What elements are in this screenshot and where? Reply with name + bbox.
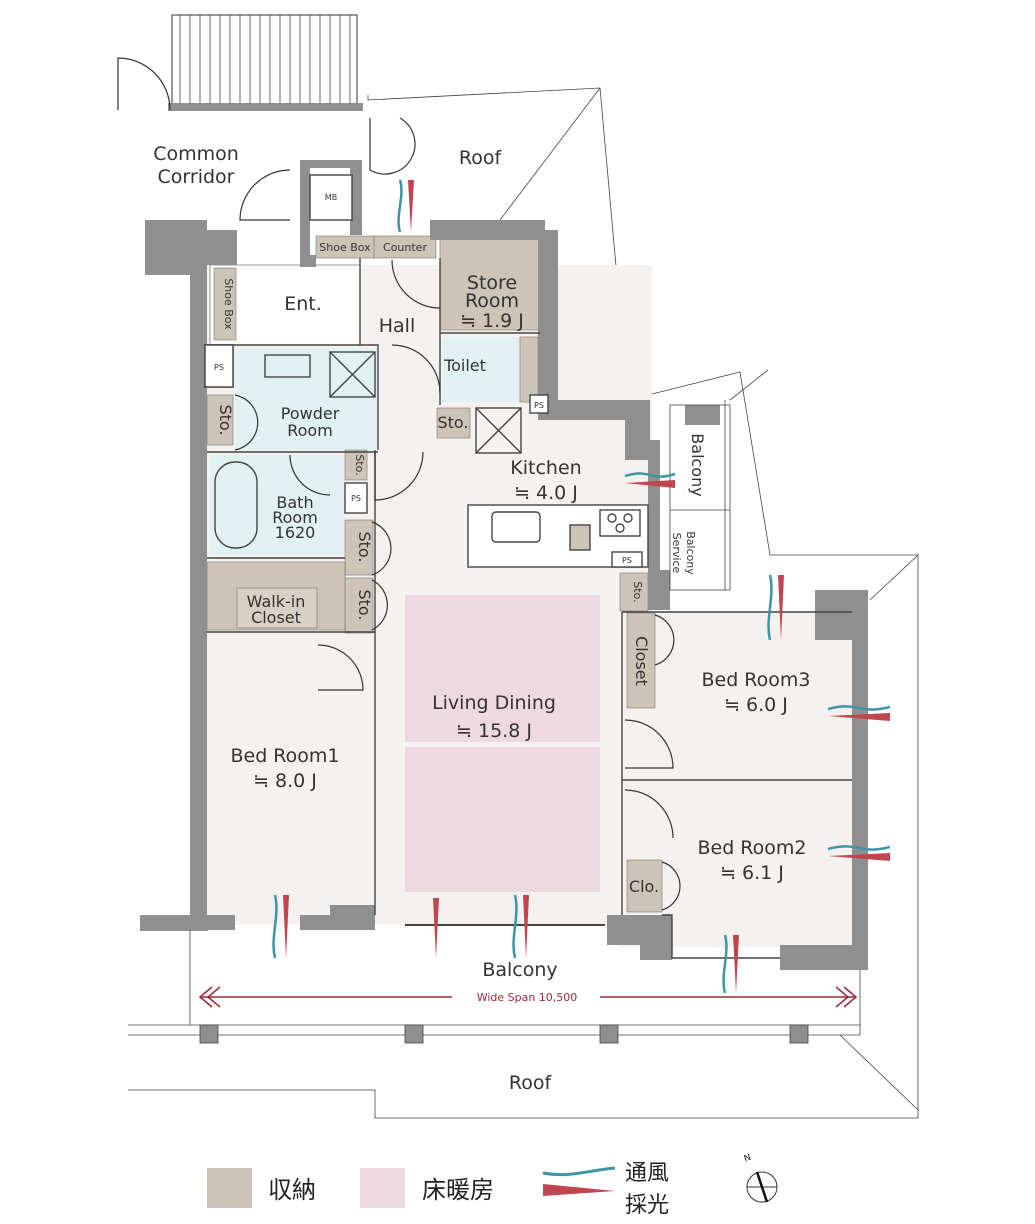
daylight-marker bbox=[778, 575, 784, 640]
label-living-area: ≒ 15.8 J bbox=[456, 720, 532, 742]
label-ps1: PS bbox=[214, 363, 224, 372]
storage-areas bbox=[206, 235, 663, 913]
label-bed2-area: ≒ 6.1 J bbox=[720, 862, 784, 884]
wide-span-dimension bbox=[198, 986, 858, 1008]
legend: 収納 床暖房 通風 採光 N bbox=[207, 1153, 778, 1218]
ventilation-marker bbox=[722, 934, 728, 994]
label-closet: Closet bbox=[632, 636, 651, 686]
room-labels: Common Corridor Roof Roof MB Shoe Box Co… bbox=[153, 143, 810, 1094]
floor-heating-areas bbox=[405, 595, 600, 892]
label-roof-top: Roof bbox=[459, 147, 503, 169]
label-sto-powder: Sto. bbox=[216, 404, 235, 435]
compass-icon: N bbox=[743, 1153, 778, 1203]
label-sto-left1: Sto. bbox=[355, 531, 374, 562]
label-powder-2: Room bbox=[287, 421, 333, 440]
label-bed3: Bed Room3 bbox=[701, 669, 810, 691]
label-common: Common bbox=[153, 143, 239, 165]
daylight-marker bbox=[828, 853, 890, 861]
label-store-1: Store bbox=[467, 272, 517, 294]
label-corridor: Corridor bbox=[158, 166, 235, 188]
roof-outlines bbox=[128, 87, 919, 1119]
daylight-marker bbox=[433, 898, 439, 958]
ventilation-marker bbox=[512, 894, 518, 959]
ventilation-marker bbox=[397, 179, 403, 233]
label-bath-1: Bath bbox=[276, 493, 313, 512]
label-mb: MB bbox=[325, 193, 337, 202]
label-store-area: ≒ 1.9 J bbox=[460, 310, 524, 332]
legend-storage-swatch bbox=[207, 1168, 252, 1208]
label-bed1: Bed Room1 bbox=[230, 745, 339, 767]
label-sto-small: Sto. bbox=[353, 454, 366, 475]
ventilation-marker bbox=[827, 705, 891, 711]
daylight-marker bbox=[523, 895, 529, 958]
legend-storage-label: 収納 bbox=[268, 1176, 316, 1204]
label-balcony-side: Balcony bbox=[688, 433, 707, 496]
ventilation-marker bbox=[272, 894, 278, 959]
label-hall: Hall bbox=[379, 315, 416, 337]
label-shoe-box-side: Shoe Box bbox=[222, 278, 235, 330]
label-living: Living Dining bbox=[432, 692, 556, 714]
label-bed2: Bed Room2 bbox=[697, 837, 806, 859]
label-ps2: PS bbox=[534, 401, 544, 410]
label-bath-3: 1620 bbox=[275, 523, 316, 542]
daylight-icon bbox=[543, 1184, 615, 1196]
label-roof-bottom: Roof bbox=[509, 1072, 553, 1094]
label-shoe-box-top: Shoe Box bbox=[319, 241, 371, 254]
daylight-marker bbox=[625, 480, 675, 488]
legend-heating-swatch bbox=[360, 1168, 405, 1208]
airflow-markers bbox=[272, 179, 891, 994]
label-sto-kitchen: Sto. bbox=[631, 581, 644, 602]
label-ent: Ent. bbox=[284, 293, 322, 315]
side-balcony bbox=[669, 400, 731, 591]
label-counter: Counter bbox=[383, 241, 427, 254]
svg-text:N: N bbox=[743, 1153, 753, 1165]
label-ps4: PS bbox=[622, 556, 632, 565]
legend-ventilation-label: 通風 bbox=[625, 1161, 669, 1186]
label-balcony: Balcony bbox=[482, 959, 557, 981]
balcony bbox=[128, 924, 861, 1044]
label-bed1-area: ≒ 8.0 J bbox=[253, 770, 317, 792]
label-walkin-1: Walk-in bbox=[247, 592, 306, 611]
wide-span-label: Wide Span 10,500 bbox=[477, 991, 578, 1004]
label-toilet: Toilet bbox=[443, 356, 486, 375]
daylight-marker bbox=[828, 713, 890, 721]
label-clo: Clo. bbox=[629, 877, 659, 896]
daylight-marker bbox=[283, 895, 289, 958]
label-bed3-area: ≒ 6.0 J bbox=[724, 694, 788, 716]
label-service-1: Service bbox=[670, 533, 683, 574]
label-store-2: Room bbox=[465, 290, 519, 312]
legend-daylight-label: 採光 bbox=[625, 1193, 669, 1218]
label-walkin-2: Closet bbox=[251, 608, 301, 627]
legend-heating-label: 床暖房 bbox=[422, 1176, 494, 1204]
label-powder-1: Powder bbox=[281, 404, 340, 423]
ventilation-marker bbox=[827, 845, 891, 851]
label-sto-hall: Sto. bbox=[437, 413, 468, 432]
label-kitchen-area: ≒ 4.0 J bbox=[514, 482, 578, 504]
doors bbox=[234, 117, 681, 911]
walls bbox=[140, 160, 868, 970]
label-ps3: PS bbox=[351, 494, 361, 503]
label-bath-2: Room bbox=[272, 508, 318, 527]
ventilation-icon bbox=[542, 1166, 616, 1177]
stairs bbox=[117, 14, 363, 111]
daylight-marker bbox=[733, 935, 739, 993]
partitions bbox=[204, 174, 852, 959]
ventilation-marker bbox=[624, 472, 676, 478]
label-kitchen: Kitchen bbox=[510, 457, 581, 479]
label-service-2: Balcony bbox=[684, 531, 697, 575]
label-sto-left2: Sto. bbox=[355, 589, 374, 620]
daylight-marker bbox=[408, 180, 414, 232]
ventilation-marker bbox=[767, 574, 773, 641]
